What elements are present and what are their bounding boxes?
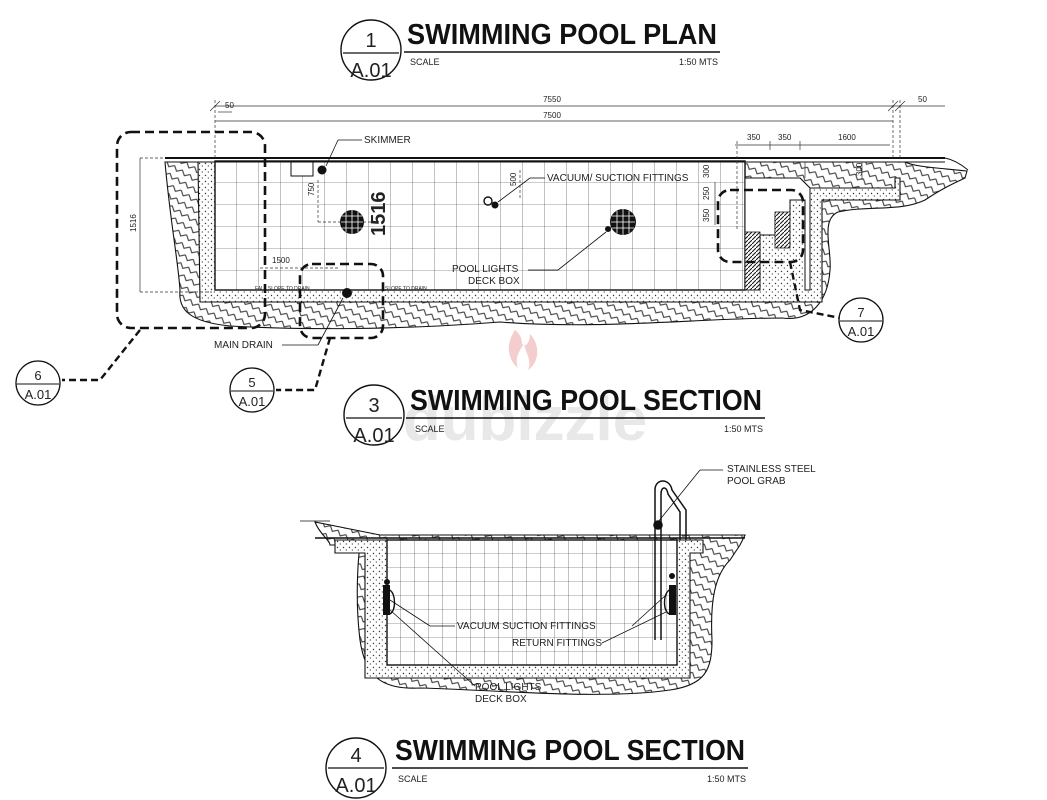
label-grab-1: STAINLESS STEEL — [727, 464, 816, 475]
main-drain — [342, 288, 352, 298]
section-left-fittings — [383, 579, 396, 615]
detail-box-6 — [115, 130, 267, 330]
callout-6-sheet: A.01 — [25, 387, 52, 402]
watermark-flame-icon — [508, 330, 538, 370]
section3-scale-value: 1:50 MTS — [724, 424, 763, 434]
pool-light-right — [610, 209, 636, 235]
section3-detail-number: 3 — [368, 395, 379, 417]
callout-5: 5 A.01 — [229, 367, 275, 413]
plan-scale-value: 1:50 MTS — [679, 57, 718, 67]
section3-title-block: 3 A.01 SWIMMING POOL SECTION SCALE 1:50 … — [343, 384, 765, 447]
label-pool-lights-plan-1: POOL LIGHTS — [452, 264, 519, 275]
dim-1516-big: 1516 — [368, 192, 390, 237]
plan-detail-bubble — [340, 19, 402, 81]
plan-steps-dark — [744, 211, 791, 291]
label-pool-lights-plan-2: DECK BOX — [468, 276, 520, 287]
pool-section-drawing: STAINLESS STEEL POOL GRAB VACUUM SUCTION… — [300, 464, 816, 705]
callout-6: 6 A.01 — [15, 360, 61, 406]
pool-plan-drawing: 50 7550 7500 50 350 350 1600 1516 1516 7… — [62, 95, 969, 392]
dim-7500: 7500 — [543, 111, 561, 120]
dim-1600: 1600 — [838, 133, 856, 142]
watermark: dubizzle — [403, 330, 648, 454]
section-right-fittings — [663, 573, 676, 615]
plan-detail-sheet: A.01 — [350, 60, 391, 82]
dim-50-left: 50 — [225, 101, 234, 110]
section3-detail-sheet: A.01 — [353, 425, 394, 447]
dim-300-a: 300 — [702, 164, 711, 178]
dim-250: 250 — [702, 186, 711, 200]
callout-7-number: 7 — [857, 305, 864, 320]
section-pool-tiles — [386, 539, 678, 666]
plan-dimensions — [139, 100, 945, 293]
label-pool-lights-section-1: POOL LIGHTS — [475, 682, 542, 693]
section4-detail-sheet: A.01 — [335, 775, 376, 797]
label-grab-2: POOL GRAB — [727, 476, 786, 487]
plan-title-block: 1 A.01 SWIMMING POOL PLAN SCALE 1:50 MTS — [340, 19, 720, 82]
skimmer-box — [290, 161, 314, 177]
section3-title: SWIMMING POOL SECTION — [410, 385, 762, 417]
vacuum-fitting-a — [483, 196, 493, 206]
dim-1500: 1500 — [272, 256, 290, 265]
section3-scale-label: SCALE — [415, 424, 445, 434]
dim-300-b: 300 — [855, 162, 864, 176]
dim-350-a: 350 — [747, 133, 761, 142]
dim-7550: 7550 — [543, 95, 561, 104]
label-slope-right: SLOPE TO DRAIN — [385, 286, 427, 292]
label-slope-left: FALL SLOPE TO DRAIN — [255, 286, 310, 292]
dim-350-b: 350 — [778, 133, 792, 142]
skimmer-dot — [317, 165, 327, 175]
label-skimmer: SKIMMER — [364, 135, 411, 146]
callout-6-number: 6 — [34, 368, 41, 383]
section4-scale-label: SCALE — [398, 774, 428, 784]
dim-750: 750 — [307, 182, 316, 196]
label-vacuum-section: VACUUM SUCTION FITTINGS — [457, 621, 596, 632]
callout-5-sheet: A.01 — [239, 394, 266, 409]
section4-title-block: 4 A.01 SWIMMING POOL SECTION SCALE 1:50 … — [325, 735, 748, 799]
pool-light-left — [340, 210, 364, 234]
section4-title: SWIMMING POOL SECTION — [395, 735, 745, 767]
pool-grab-rail — [653, 469, 723, 640]
label-vacuum-plan: VACUUM/ SUCTION FITTINGS — [547, 173, 689, 184]
detail-box-7 — [716, 188, 805, 264]
vacuum-fitting-b — [491, 201, 499, 209]
dim-500: 500 — [509, 172, 518, 186]
callout-5-number: 5 — [248, 375, 255, 390]
watermark-text: dubizzle — [403, 385, 648, 454]
section4-detail-number: 4 — [350, 745, 361, 767]
plan-title: SWIMMING POOL PLAN — [407, 19, 717, 51]
plan-detail-number: 1 — [365, 30, 376, 52]
label-return-fittings: RETURN FITTINGS — [512, 638, 602, 649]
plan-scale-label: SCALE — [410, 57, 440, 67]
label-main-drain: MAIN DRAIN — [214, 340, 273, 351]
dim-350-c: 350 — [702, 208, 711, 222]
callout-7: 7 A.01 — [838, 297, 884, 343]
section4-scale-value: 1:50 MTS — [707, 774, 746, 784]
dim-1516: 1516 — [129, 214, 138, 232]
label-pool-lights-section-2: DECK BOX — [475, 694, 527, 705]
detail-box-5 — [298, 262, 385, 340]
callout-7-sheet: A.01 — [848, 324, 875, 339]
dim-50-right: 50 — [918, 95, 927, 104]
